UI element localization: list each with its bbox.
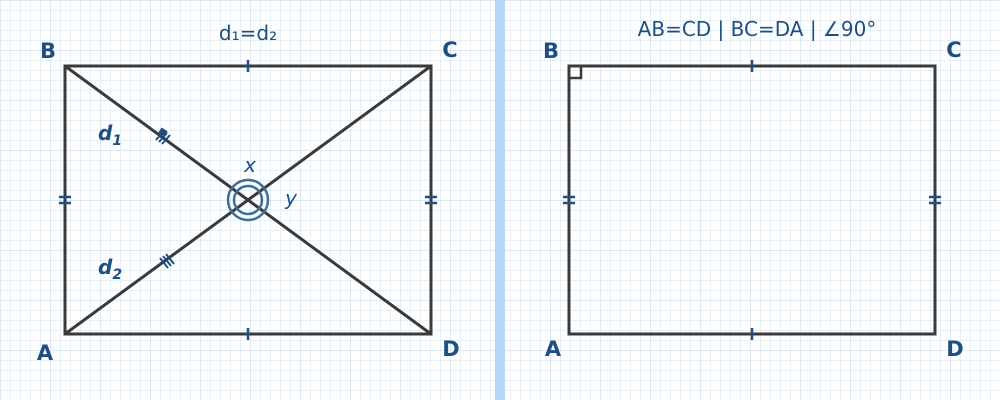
- vertex-label-c-right: C: [946, 38, 961, 62]
- triple-tick-d2: [159, 253, 175, 269]
- left-panel: d₁=d₂ B C A D d1 d2 x y: [37, 21, 460, 365]
- right-title: AB=CD | BC=DA | ∠90°: [638, 17, 877, 41]
- double-tick-right: [425, 195, 437, 205]
- vertex-label-b-left: B: [40, 39, 56, 63]
- double-tick-left: [59, 195, 71, 205]
- vertex-label-d-right: D: [946, 337, 963, 361]
- angle-arc-outer: [226, 178, 270, 222]
- vertex-label-c-left: C: [442, 38, 457, 62]
- left-title: d₁=d₂: [219, 21, 277, 45]
- diagonal-label-d1: d1: [98, 121, 122, 149]
- angle-arc-inner: [232, 184, 264, 216]
- diagonal-label-d2: d2: [98, 255, 122, 283]
- double-tick-left-right-panel: [563, 195, 575, 205]
- angle-label-x: x: [243, 153, 256, 177]
- panel-divider: [495, 0, 505, 400]
- vertex-label-d-left: D: [442, 337, 459, 361]
- right-angle-marker: [569, 66, 583, 80]
- vertex-label-a-left: A: [37, 341, 54, 365]
- diagonal-d1: [64, 64, 432, 336]
- double-tick-right-right-panel: [929, 195, 941, 205]
- triple-tick-d1: [155, 127, 171, 145]
- vertex-label-b-right: B: [543, 39, 559, 63]
- vertex-label-a-right: A: [545, 337, 562, 361]
- angle-label-y: y: [284, 186, 298, 210]
- right-panel: AB=CD | BC=DA | ∠90° B C A D: [543, 17, 964, 361]
